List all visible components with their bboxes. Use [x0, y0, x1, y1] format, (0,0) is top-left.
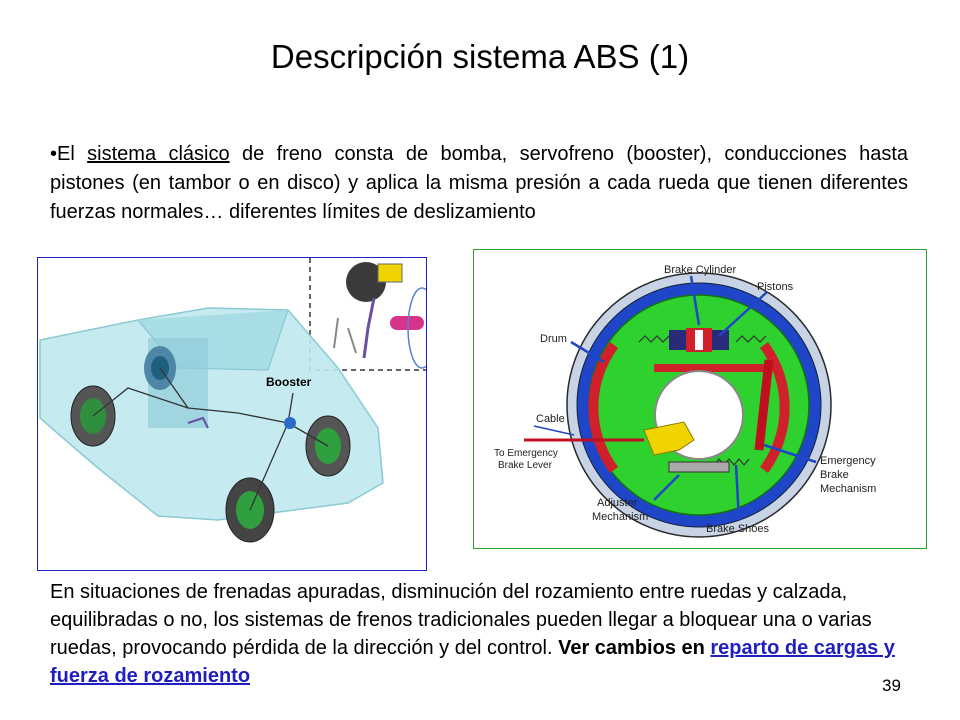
page-number: 39	[882, 676, 901, 695]
closing-text: En situaciones de frenadas apuradas, dis…	[50, 581, 872, 659]
label-emergency-3: Mechanism	[820, 483, 876, 495]
emergency-mechanism	[643, 421, 695, 456]
label-brake-shoes: Brake Shoes	[706, 523, 769, 535]
slide-title: Descripción sistema ABS (1)	[270, 38, 690, 75]
closing-paragraph: En situaciones de frenadas apuradas, dis…	[50, 578, 900, 690]
label-adjuster-2: Mechanism	[592, 511, 648, 523]
label-brake-lever: Brake Lever	[498, 460, 553, 471]
label-brake-cylinder: Brake Cylinder	[664, 264, 736, 276]
label-adjuster-1: Adjuster	[597, 497, 638, 509]
label-cable: Cable	[536, 413, 565, 425]
label-pistons: Pistons	[757, 281, 794, 293]
load-distribution-link[interactable]: reparto de cargas y fuerza de rozamiento	[50, 637, 895, 687]
emergency-lever	[754, 359, 774, 451]
brake-shoe-left	[588, 342, 619, 473]
intro-underlined-term: sistema clásico	[87, 143, 230, 165]
label-drum: Drum	[540, 333, 567, 345]
drum-brake-image: Brake Cylinder Pistons Drum Cable To Eme…	[473, 249, 927, 549]
label-emergency-1: Emergency	[820, 455, 876, 467]
booster-label: Booster	[266, 375, 312, 389]
label-to-emergency: To Emergency	[494, 448, 558, 459]
car-illustration: Booster	[39, 258, 426, 543]
brake-shoe-right	[759, 342, 790, 473]
intro-bullet: •El	[50, 143, 88, 165]
drum-brake-illustration: Brake Cylinder Pistons Drum Cable To Eme…	[494, 264, 876, 538]
car-brake-system-image: Booster	[37, 257, 427, 571]
closing-bold: Ver cambios en	[558, 637, 711, 659]
intro-paragraph: •El sistema clásico de freno consta de b…	[50, 140, 908, 227]
intro-rest: de freno consta de bomba, servofreno (bo…	[50, 143, 909, 223]
label-emergency-2: Brake	[820, 469, 849, 481]
adjuster	[668, 461, 730, 473]
